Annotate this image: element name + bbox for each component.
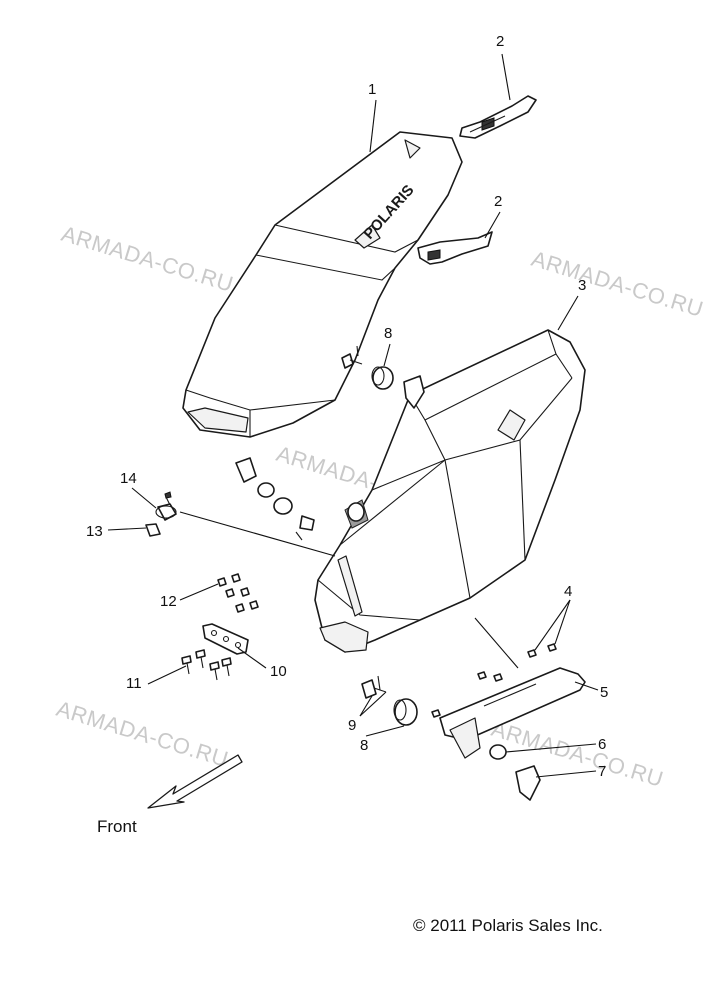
bolt-lower [361,675,387,699]
front-label: Front [97,817,137,836]
callout-number: 14 [120,470,137,487]
watermark: ARMADA-CO.RU [59,221,237,297]
latch-upper [459,95,537,139]
lid: POLARIS [182,131,463,438]
screws [181,649,232,681]
callout-number: 10 [270,663,287,680]
strap-line [179,511,336,557]
copyright: © 2011 Polaris Sales Inc. [413,916,603,935]
callout-number: 12 [160,593,177,610]
hinge-plate [202,623,249,655]
spacer-small [489,744,507,760]
callout-number: 2 [496,33,504,50]
callout-number: 4 [564,583,572,600]
callouts: 1 2 2 3 4 5 6 7 8 8 9 10 11 12 13 14 [86,33,608,780]
hinge-upper [235,457,315,541]
watermark: ARMADA-CO.RU [489,716,667,792]
clip-lower [515,765,541,801]
nuts [217,573,259,613]
latch-lower [417,231,493,265]
callout-number: 1 [368,81,376,98]
callout-number: 5 [600,684,608,701]
bracket [439,667,586,759]
callout-number: 2 [494,193,502,210]
knob-base [347,502,365,522]
base [314,329,586,653]
callout-number: 8 [360,737,368,754]
callout-number: 6 [598,736,606,753]
bolt-upper [341,345,363,369]
strap-clip [145,491,177,537]
callout-number: 7 [598,763,606,780]
watermark: ARMADA-CO.RU [54,696,232,772]
leader-lines [107,53,599,778]
callout-number: 3 [578,277,586,294]
callout-number: 8 [384,325,392,342]
callout-number: 9 [348,717,356,734]
clip-upper [403,375,425,409]
bracket-line [474,617,519,669]
callout-number: 13 [86,523,103,540]
bracket-screws [431,643,557,718]
watermark: ARMADA-CO.RU [529,246,707,322]
callout-number: 11 [126,675,142,692]
spacer-lower [393,698,418,726]
spacer-upper [371,366,394,390]
front-arrow [147,754,243,809]
